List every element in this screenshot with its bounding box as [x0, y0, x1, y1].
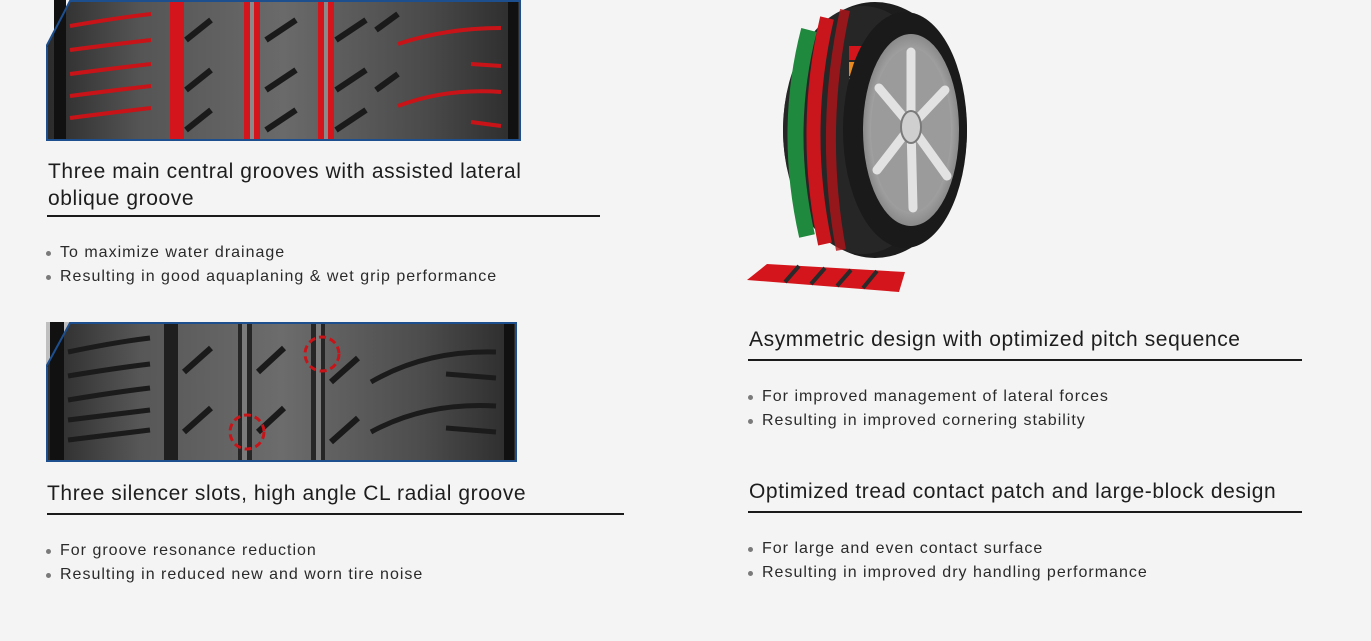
bullet-icon	[748, 419, 753, 424]
list-item: Resulting in reduced new and worn tire n…	[46, 563, 423, 587]
list-item: For improved management of lateral force…	[748, 385, 1109, 409]
list-item: For groove resonance reduction	[46, 539, 423, 563]
bullet-icon	[46, 275, 51, 280]
list-item: Resulting in good aquaplaning & wet grip…	[46, 265, 497, 289]
bullet-icon	[748, 547, 753, 552]
bullet-icon	[46, 573, 51, 578]
bullet-icon	[748, 395, 753, 400]
tread-silencer-image	[46, 322, 517, 462]
feature-2-title: Three silencer slots, high angle CL radi…	[47, 482, 527, 505]
tread-grooves-image	[46, 0, 521, 141]
feature-4-bullets: For large and even contact surface Resul…	[748, 537, 1148, 585]
tread-silencer-icon	[46, 322, 517, 462]
feature-1-bullets: To maximize water drainage Resulting in …	[46, 241, 497, 289]
bullet-icon	[46, 549, 51, 554]
bullet-icon	[748, 571, 753, 576]
feature-4-divider	[748, 511, 1302, 513]
feature-2-divider	[47, 513, 624, 515]
feature-3-divider	[748, 359, 1302, 361]
list-item: To maximize water drainage	[46, 241, 497, 265]
list-item: For large and even contact surface	[748, 537, 1148, 561]
list-item: Resulting in improved dry handling perfo…	[748, 561, 1148, 585]
feature-3-bullets: For improved management of lateral force…	[748, 385, 1109, 433]
feature-4-title: Optimized tread contact patch and large-…	[749, 480, 1277, 503]
feature-1-divider	[47, 215, 600, 217]
tire-wheel-icon	[747, 2, 967, 292]
bullet-icon	[46, 251, 51, 256]
tire-wheel-image	[745, 0, 980, 295]
list-item: Resulting in improved cornering stabilit…	[748, 409, 1109, 433]
feature-1-title: Three main central grooves with assisted…	[48, 160, 522, 210]
feature-2-bullets: For groove resonance reduction Resulting…	[46, 539, 423, 587]
feature-3-title: Asymmetric design with optimized pitch s…	[749, 328, 1241, 351]
tread-grooves-icon	[46, 0, 521, 141]
